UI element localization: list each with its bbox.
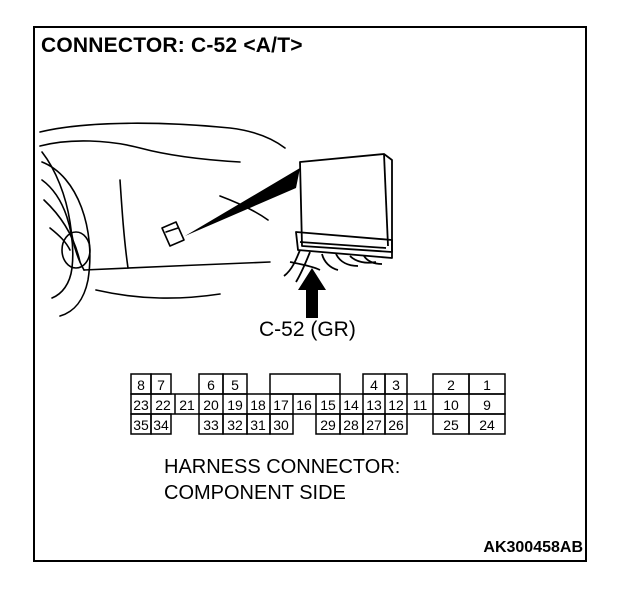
connector-callout-label: C-52 (GR) [259, 318, 356, 341]
steering-wheel-inner [41, 179, 74, 299]
connector-location-marker [161, 221, 185, 247]
pin-label: 15 [320, 397, 336, 413]
dashboard-top-line [39, 122, 286, 149]
pin-label: 7 [157, 377, 165, 393]
connector-description-line2: COMPONENT SIDE [164, 482, 346, 504]
steering-column [43, 199, 81, 263]
pin-label: 22 [155, 397, 171, 413]
pin-label: 34 [153, 417, 169, 433]
pin-label: 3 [392, 377, 400, 393]
leader-wedge [185, 168, 300, 236]
pin-label: 5 [231, 377, 239, 393]
glove-box-edge [119, 179, 129, 269]
pin-label: 10 [443, 397, 459, 413]
pin-label: 1 [483, 377, 491, 393]
pin-label: 29 [320, 417, 336, 433]
control-unit-body [299, 153, 393, 253]
pin-label: 17 [273, 397, 289, 413]
pin-label: 20 [203, 397, 219, 413]
pin-label: 27 [366, 417, 382, 433]
reference-code: AK300458AB [483, 539, 583, 556]
pin-label: 6 [207, 377, 215, 393]
steering-wheel-outer [41, 161, 91, 317]
pin-label: 19 [227, 397, 243, 413]
callout-arrow [298, 268, 326, 318]
pin-label: 33 [203, 417, 219, 433]
steering-spoke [49, 227, 71, 251]
pin-label: 16 [296, 397, 312, 413]
pin-label: 32 [227, 417, 243, 433]
diagram-title: CONNECTOR: C-52 <A/T> [41, 34, 303, 57]
instrument-hood [41, 151, 85, 271]
pin-label: 2 [447, 377, 455, 393]
connector-pin-labels: 8 7 6 5 4 3 2 1 23 22 21 20 19 18 17 16 … [133, 377, 495, 433]
pin-label: 18 [250, 397, 266, 413]
steering-hub [61, 231, 91, 269]
pin-label: 21 [179, 397, 195, 413]
dashboard-lower-edge [83, 261, 271, 271]
pin-label: 24 [479, 417, 495, 433]
diagram-frame [33, 26, 587, 562]
pin-label: 23 [133, 397, 149, 413]
harness-wires [283, 249, 301, 277]
pin-label: 4 [370, 377, 378, 393]
pin-label: 9 [483, 397, 491, 413]
pin-label: 11 [413, 397, 428, 413]
dashboard-contour [39, 140, 241, 163]
pin-label: 13 [366, 397, 382, 413]
pin-label: 12 [388, 397, 404, 413]
pin-label: 26 [388, 417, 404, 433]
pin-label: 30 [273, 417, 289, 433]
pin-label: 35 [133, 417, 149, 433]
pin-label: 14 [343, 397, 359, 413]
pin-label: 31 [250, 417, 266, 433]
pin-label: 28 [343, 417, 359, 433]
pin-label: 25 [443, 417, 459, 433]
connector-pin-grid [130, 373, 506, 435]
connector-description-line1: HARNESS CONNECTOR: [164, 456, 401, 478]
pin-label: 8 [137, 377, 145, 393]
